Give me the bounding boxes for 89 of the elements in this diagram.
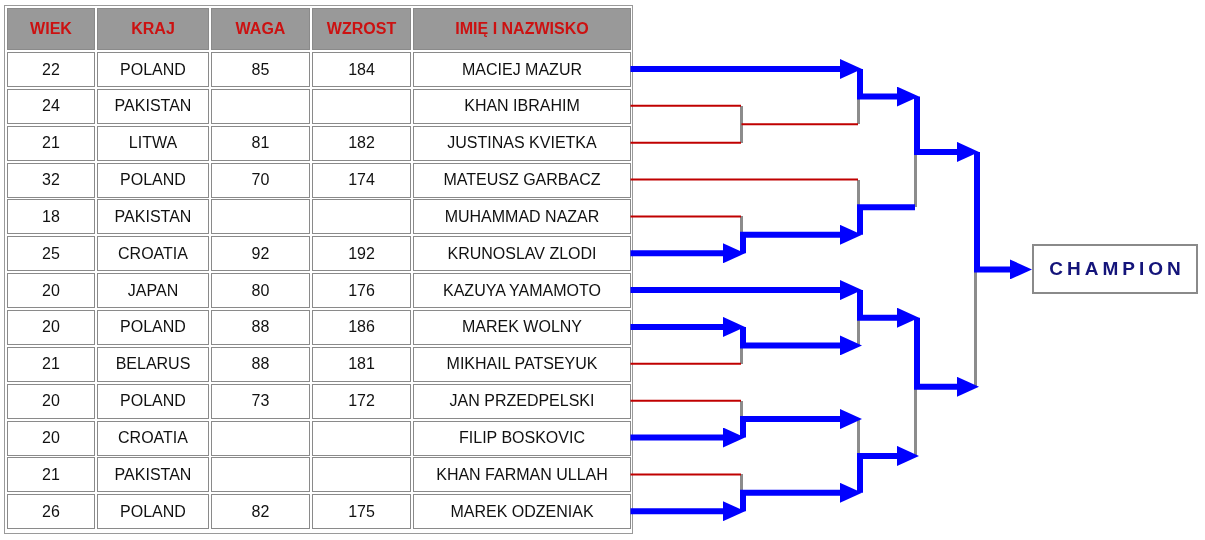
bracket-line (629, 473, 742, 476)
bracket-junction (740, 105, 743, 143)
age-cell: 20 (7, 309, 95, 345)
weight-cell: 73 (211, 383, 310, 419)
bracket-line (629, 141, 742, 144)
bracket-line (629, 362, 742, 365)
arrow (857, 445, 919, 493)
age-cell: 18 (7, 199, 95, 235)
age-cell: 21 (7, 346, 95, 382)
age-cell: 32 (7, 162, 95, 198)
age-cell: 20 (7, 383, 95, 419)
player-name-cell: MACIEJ MAZUR (413, 52, 631, 87)
arrow (974, 151, 1032, 280)
player-name-cell: KRUNOSLAV ZLODI (413, 236, 631, 272)
arrow (630, 59, 862, 79)
arrow (740, 409, 862, 438)
arrow (740, 224, 862, 254)
player-name-cell: KHAN FARMAN ULLAH (413, 457, 631, 493)
height-cell: 174 (312, 162, 411, 198)
height-cell: 175 (312, 494, 411, 530)
player-name-cell: KHAN IBRAHIM (413, 88, 631, 124)
country-cell: CROATIA (97, 236, 209, 272)
weight-cell: 92 (211, 236, 310, 272)
age-cell: 20 (7, 273, 95, 309)
age-cell: 24 (7, 88, 95, 124)
player-name-cell: KAZUYA YAMAMOTO (413, 273, 631, 309)
country-cell: PAKISTAN (97, 88, 209, 124)
height-cell: 176 (312, 273, 411, 309)
country-cell: LITWA (97, 125, 209, 161)
bracket-line (740, 123, 859, 126)
weight-cell: 70 (211, 162, 310, 198)
height-cell: 182 (312, 125, 411, 161)
arrow (630, 316, 745, 337)
height-cell: 172 (312, 383, 411, 419)
column-header: WIEK (7, 8, 95, 50)
column-header: WZROST (312, 8, 411, 50)
column-header: KRAJ (97, 8, 209, 50)
arrow (630, 501, 745, 522)
arrow (857, 69, 919, 107)
player-name-cell: MIKHAIL PATSEYUK (413, 346, 631, 382)
country-cell: CROATIA (97, 420, 209, 456)
weight-cell: 80 (211, 273, 310, 309)
bracket-line (629, 399, 742, 402)
player-name-cell: MATEUSZ GARBACZ (413, 162, 631, 198)
bracket-line (629, 215, 742, 218)
height-cell: 192 (312, 236, 411, 272)
champion-box: CHAMPION (1032, 244, 1198, 295)
column-header: IMIĘ I NAZWISKO (413, 8, 631, 50)
player-name-cell: MAREK ODZENIAK (413, 494, 631, 530)
weight-cell: 82 (211, 494, 310, 530)
player-name-cell: JAN PRZEDPELSKI (413, 383, 631, 419)
country-cell: JAPAN (97, 273, 209, 309)
player-name-cell: JUSTINAS KVIETKA (413, 125, 631, 161)
age-cell: 20 (7, 420, 95, 456)
bracket-line (857, 204, 915, 235)
arrow (857, 290, 919, 328)
arrow (914, 317, 979, 397)
player-name-cell: MAREK WOLNY (413, 309, 631, 345)
arrow (630, 243, 745, 264)
arrow (740, 326, 862, 356)
country-cell: POLAND (97, 494, 209, 530)
weight-cell: 85 (211, 52, 310, 87)
arrow (740, 482, 862, 512)
height-cell: 184 (312, 52, 411, 87)
height-cell: 186 (312, 309, 411, 345)
arrow (630, 427, 745, 448)
bracket-line (629, 104, 742, 107)
age-cell: 25 (7, 236, 95, 272)
country-cell: POLAND (97, 162, 209, 198)
arrow (914, 96, 979, 162)
player-name-cell: FILIP BOSKOVIC (413, 420, 631, 456)
column-header: WAGA (211, 8, 310, 50)
age-cell: 26 (7, 494, 95, 530)
player-name-cell: MUHAMMAD NAZAR (413, 199, 631, 235)
height-cell: 181 (312, 346, 411, 382)
weight-cell: 88 (211, 309, 310, 345)
age-cell: 22 (7, 52, 95, 87)
country-cell: PAKISTAN (97, 457, 209, 493)
weight-cell: 81 (211, 125, 310, 161)
arrow (630, 280, 862, 301)
country-cell: PAKISTAN (97, 199, 209, 235)
country-cell: POLAND (97, 383, 209, 419)
country-cell: BELARUS (97, 346, 209, 382)
age-cell: 21 (7, 125, 95, 161)
country-cell: POLAND (97, 309, 209, 345)
weight-cell: 88 (211, 346, 310, 382)
country-cell: POLAND (97, 52, 209, 87)
bracket-line (629, 178, 859, 181)
age-cell: 21 (7, 457, 95, 493)
